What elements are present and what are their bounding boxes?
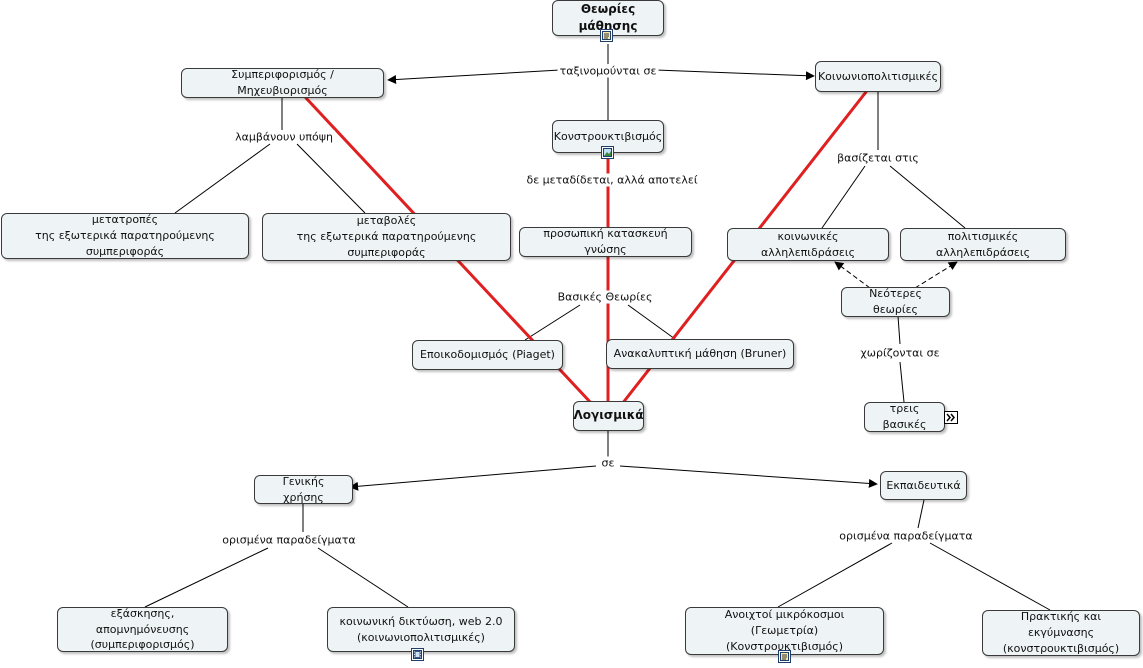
node-changes-external-1[interactable]: μετατροπές της εξωτερικά παρατηρούμενης … bbox=[1, 213, 249, 259]
node-label: Νεότερες θεωρίες bbox=[869, 287, 922, 316]
link-label-based-on: βασίζεται στις bbox=[835, 151, 921, 165]
node-bruner[interactable]: Ανακαλυπτική μάθηση (Bruner) bbox=[606, 339, 794, 369]
link-label-divided-into: χωρίζονται σε bbox=[858, 346, 942, 360]
next-arrow-icon[interactable] bbox=[944, 411, 958, 424]
node-label-line-1: Ανοιχτοί μικρόκοσμοι (Γεωμετρία) bbox=[724, 608, 845, 638]
link-label-examples-general: ορισμένα παραδείγματα bbox=[220, 533, 358, 547]
node-label-line-1: μεταβολές bbox=[356, 214, 417, 228]
node-label: Λογισμικά bbox=[573, 408, 644, 423]
node-text: μεταβολές της εξωτερικά παρατηρούμενης σ… bbox=[269, 213, 504, 261]
node-label: Εποικοδομισμός (Piaget) bbox=[420, 348, 555, 362]
node-label: προσωπική κατασκευή γνώσης bbox=[543, 227, 668, 256]
link-label-take-into-account: λαμβάνουν υπόψη bbox=[233, 130, 335, 144]
image-icon[interactable] bbox=[601, 146, 614, 159]
link-label-examples-educational: ορισμένα παραδείγματα bbox=[837, 529, 975, 543]
node-label-line-1: κοινωνική δικτύωση, web 2.0 bbox=[339, 614, 503, 628]
link-label-classified: ταξινομούνται σε bbox=[557, 64, 659, 78]
node-label-line-2: (κονστρουκτιβισμός) bbox=[1002, 641, 1120, 655]
node-label-line-2: (Κονστρουκτιβισμός) bbox=[725, 639, 844, 653]
node-general-use[interactable]: Γενικής χρήσης bbox=[254, 475, 353, 504]
node-piaget[interactable]: Εποικοδομισμός (Piaget) bbox=[412, 340, 563, 370]
link-label-not-transferred: δε μεταδίδεται, αλλά αποτελεί bbox=[524, 173, 700, 187]
node-newer-theories[interactable]: Νεότερες θεωρίες bbox=[841, 287, 950, 317]
node-changes-external-2[interactable]: μεταβολές της εξωτερικά παρατηρούμενης σ… bbox=[262, 213, 511, 261]
node-label: πολιτισμικές αλληλεπιδράσεις bbox=[935, 229, 1031, 259]
node-three-basic[interactable]: τρεις βασικές bbox=[864, 402, 945, 432]
node-label: Συμπεριφορισμός / Μηχευβιορισμός bbox=[231, 68, 334, 97]
node-text: Πρακτικής και εκγύμνασης (κονστρουκτιβισ… bbox=[989, 609, 1133, 657]
node-software[interactable]: Λογισμικά bbox=[573, 401, 644, 431]
node-text: κοινωνική δικτύωση, web 2.0 (κοινωνιοπολ… bbox=[340, 614, 503, 646]
node-label: Ανακαλυπτική μάθηση (Bruner) bbox=[613, 347, 787, 361]
document-icon[interactable] bbox=[600, 29, 613, 42]
node-text: μετατροπές της εξωτερικά παρατηρούμενης … bbox=[8, 212, 242, 260]
node-label: κοινωνικές αλληλεπιδράσεις bbox=[760, 229, 856, 259]
node-label-line-2: (κοινωνιοπολιτισμικές) bbox=[357, 630, 485, 644]
link-label-in: σε bbox=[599, 456, 617, 470]
node-sociocultural[interactable]: Κοινωνιοπολιτισμικές bbox=[815, 61, 941, 92]
node-label-line-1: εξάσκησης, απομνημόνευσης bbox=[95, 606, 190, 636]
node-practice[interactable]: Πρακτικής και εκγύμνασης (κονστρουκτιβισ… bbox=[982, 610, 1140, 656]
film-icon[interactable] bbox=[411, 648, 424, 661]
node-open-microworlds[interactable]: Ανοιχτοί μικρόκοσμοι (Γεωμετρία) (Κονστρ… bbox=[685, 607, 884, 655]
document-icon[interactable] bbox=[778, 650, 791, 663]
node-educational[interactable]: Εκπαιδευτικά bbox=[880, 471, 967, 500]
node-social-interactions[interactable]: κοινωνικές αλληλεπιδράσεις bbox=[727, 228, 889, 261]
node-label: Γενικής χρήσης bbox=[282, 474, 325, 504]
node-label: Κοινωνιοπολιτισμικές bbox=[817, 69, 939, 83]
node-cultural-interactions[interactable]: πολιτισμικές αλληλεπιδράσεις bbox=[900, 228, 1066, 261]
node-label-line-2: (συμπεριφορισμός) bbox=[90, 638, 195, 652]
node-label-line-1: μετατροπές bbox=[91, 213, 159, 227]
link-label-basic-theories: Βασικές Θεωρίες bbox=[555, 290, 655, 304]
node-text: εξάσκησης, απομνημόνευσης (συμπεριφορισμ… bbox=[64, 606, 221, 654]
node-label: Θεωρίες μάθησης bbox=[578, 1, 638, 33]
node-drill[interactable]: εξάσκησης, απομνημόνευσης (συμπεριφορισμ… bbox=[57, 607, 228, 652]
node-label: Κονστρουκτιβισμός bbox=[553, 129, 663, 143]
node-personal-knowledge[interactable]: προσωπική κατασκευή γνώσης bbox=[519, 227, 692, 257]
node-label-line-1: Πρακτικής και εκγύμνασης bbox=[1020, 610, 1102, 640]
node-label: τρεις βασικές bbox=[882, 402, 927, 431]
node-label-line-2: της εξωτερικά παρατηρούμενης συμπεριφορά… bbox=[35, 229, 215, 258]
node-label: Εκπαιδευτικά bbox=[886, 478, 961, 492]
node-social-networking[interactable]: κοινωνική δικτύωση, web 2.0 (κοινωνιοπολ… bbox=[327, 607, 515, 652]
node-text: Ανοιχτοί μικρόκοσμοι (Γεωμετρία) (Κονστρ… bbox=[692, 607, 877, 655]
node-label-line-2: της εξωτερικά παρατηρούμενης συμπεριφορά… bbox=[296, 230, 477, 259]
node-behaviorism[interactable]: Συμπεριφορισμός / Μηχευβιορισμός bbox=[181, 68, 384, 98]
